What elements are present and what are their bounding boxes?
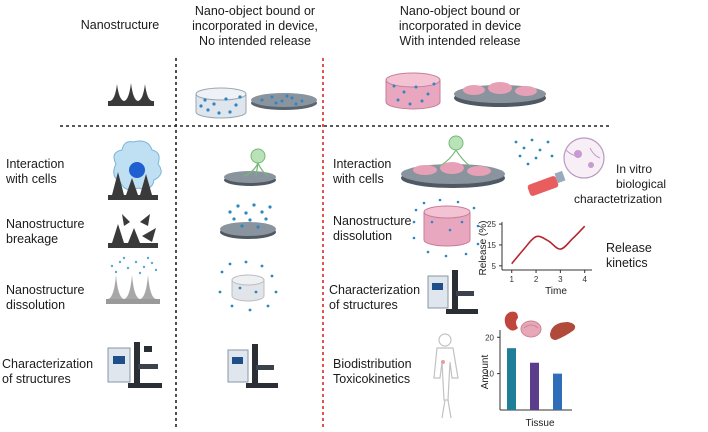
label-biodistribution-2: Toxicokinetics bbox=[333, 372, 411, 386]
mid-cylinder-dissolving-icon bbox=[218, 260, 278, 312]
label-in-vitro-3: charactetrization bbox=[574, 192, 663, 206]
header-no-release: Nano-object bound or incorporated in dev… bbox=[170, 4, 340, 49]
label-in-vitro-1: In vitro bbox=[616, 162, 653, 176]
label-interaction-right: Interaction with cells bbox=[333, 157, 391, 187]
mid-cell-disc-icon bbox=[224, 148, 276, 186]
release-y-tick-label: 25 bbox=[487, 220, 496, 229]
label-dissolution-right: Nanostructure dissolution bbox=[333, 214, 412, 244]
microscope-icon bbox=[107, 342, 162, 388]
tissue-y-label: Amount bbox=[480, 355, 491, 390]
header-no-release-line1: Nano-object bound or bbox=[194, 4, 316, 18]
nanostructure-spikes-icon bbox=[108, 83, 154, 106]
bar-kidney bbox=[507, 348, 516, 410]
header-no-release-line2: incorporated in device, bbox=[192, 19, 318, 33]
brain-icon bbox=[520, 320, 542, 338]
right-cell-disc-icon bbox=[401, 135, 505, 188]
breakage-icon bbox=[108, 214, 158, 248]
immune-cell-icon bbox=[108, 140, 162, 200]
label-release-kinetics-2: kinetics bbox=[606, 256, 648, 270]
label-in-vitro: In vitro biological charactetrization bbox=[574, 162, 667, 207]
header-nanostructure-text: Nanostructure bbox=[80, 18, 160, 32]
header-no-release-line3: No intended release bbox=[199, 34, 311, 48]
label-characterization-left: Characterization of structures bbox=[2, 357, 93, 387]
label-interaction-right-1: Interaction bbox=[333, 157, 392, 171]
human-body-icon bbox=[433, 333, 459, 419]
label-dissolution-right-2: dissolution bbox=[333, 229, 393, 243]
release-x-tick-label: 2 bbox=[534, 275, 539, 284]
tissue-y-ticks: 10 20 bbox=[485, 333, 500, 379]
bar-liver bbox=[553, 373, 562, 410]
in-vitro-icon bbox=[514, 137, 605, 196]
right-microscope-icon bbox=[427, 270, 478, 314]
release-x-tick-label: 4 bbox=[582, 275, 587, 284]
label-breakage: Nanostructure breakage bbox=[6, 217, 85, 247]
label-release-kinetics: Release kinetics bbox=[606, 241, 652, 271]
label-characterization-right: Characterization of structures bbox=[329, 283, 420, 313]
dissolution-spikes-icon bbox=[106, 256, 160, 304]
label-interaction-right-2: with cells bbox=[333, 172, 384, 186]
header-release-line3: With intended release bbox=[399, 34, 521, 48]
label-breakage-1: Nanostructure bbox=[6, 217, 85, 231]
tissue-x-label: Tissue bbox=[525, 418, 555, 429]
release-y-tick-label: 15 bbox=[487, 241, 496, 250]
label-dissolution-left: Nanostructure dissolution bbox=[6, 283, 85, 313]
label-release-kinetics-1: Release bbox=[606, 241, 652, 255]
bar-brain bbox=[530, 362, 539, 410]
release-disc-cells-icon bbox=[454, 82, 546, 107]
release-y-ticks: 5 15 25 bbox=[487, 220, 502, 271]
label-breakage-2: breakage bbox=[6, 232, 59, 246]
label-characterization-left-2: of structures bbox=[2, 372, 71, 386]
release-kinetics-chart: 1 2 3 4 5 15 25 Release (%) Time bbox=[478, 220, 592, 297]
label-biodistribution-1: Biodistribution bbox=[333, 357, 412, 371]
tissue-bars bbox=[507, 348, 562, 410]
device-disc-icon bbox=[251, 93, 317, 110]
header-release-line1: Nano-object bound or bbox=[399, 4, 521, 18]
mid-microscope-icon bbox=[227, 344, 278, 388]
tissue-y-tick-label: 20 bbox=[485, 333, 494, 342]
release-x-tick-label: 1 bbox=[510, 275, 515, 284]
label-interaction-left-2: with cells bbox=[6, 172, 57, 186]
release-y-label: Release (%) bbox=[478, 220, 489, 275]
label-dissolution-left-2: dissolution bbox=[6, 298, 66, 312]
tissue-bar-chart: 10 20 Amount Tissue bbox=[480, 311, 576, 429]
label-interaction-left-1: Interaction bbox=[6, 157, 65, 171]
kidney-icon bbox=[504, 311, 518, 331]
header-nanostructure: Nanostructure bbox=[60, 18, 180, 33]
right-dissolving-cylinder-icon bbox=[412, 198, 480, 258]
label-in-vitro-2: biological bbox=[616, 177, 667, 191]
label-dissolution-right-1: Nanostructure bbox=[333, 214, 412, 228]
label-characterization-right-2: of structures bbox=[329, 298, 398, 312]
label-characterization-right-1: Characterization bbox=[329, 283, 421, 297]
label-interaction-left: Interaction with cells bbox=[6, 157, 64, 187]
release-x-ticks: 1 2 3 4 bbox=[510, 270, 587, 284]
tissue-y-tick-label: 10 bbox=[485, 370, 494, 379]
header-release-line2: incorporated in device bbox=[398, 19, 522, 33]
release-x-label: Time bbox=[545, 286, 567, 297]
device-cylinder-icon bbox=[195, 87, 247, 119]
release-x-tick-label: 3 bbox=[558, 275, 563, 284]
label-biodistribution: Biodistribution Toxicokinetics bbox=[333, 357, 412, 387]
release-curve bbox=[511, 225, 586, 265]
release-cylinder-icon bbox=[385, 72, 441, 110]
mid-disc-particles-icon bbox=[220, 203, 276, 239]
label-characterization-left-1: Characterization bbox=[2, 357, 94, 371]
liver-icon bbox=[550, 322, 576, 340]
header-intended-release: Nano-object bound or incorporated in dev… bbox=[360, 4, 560, 49]
label-dissolution-left-1: Nanostructure bbox=[6, 283, 85, 297]
release-y-tick-label: 5 bbox=[492, 262, 497, 271]
